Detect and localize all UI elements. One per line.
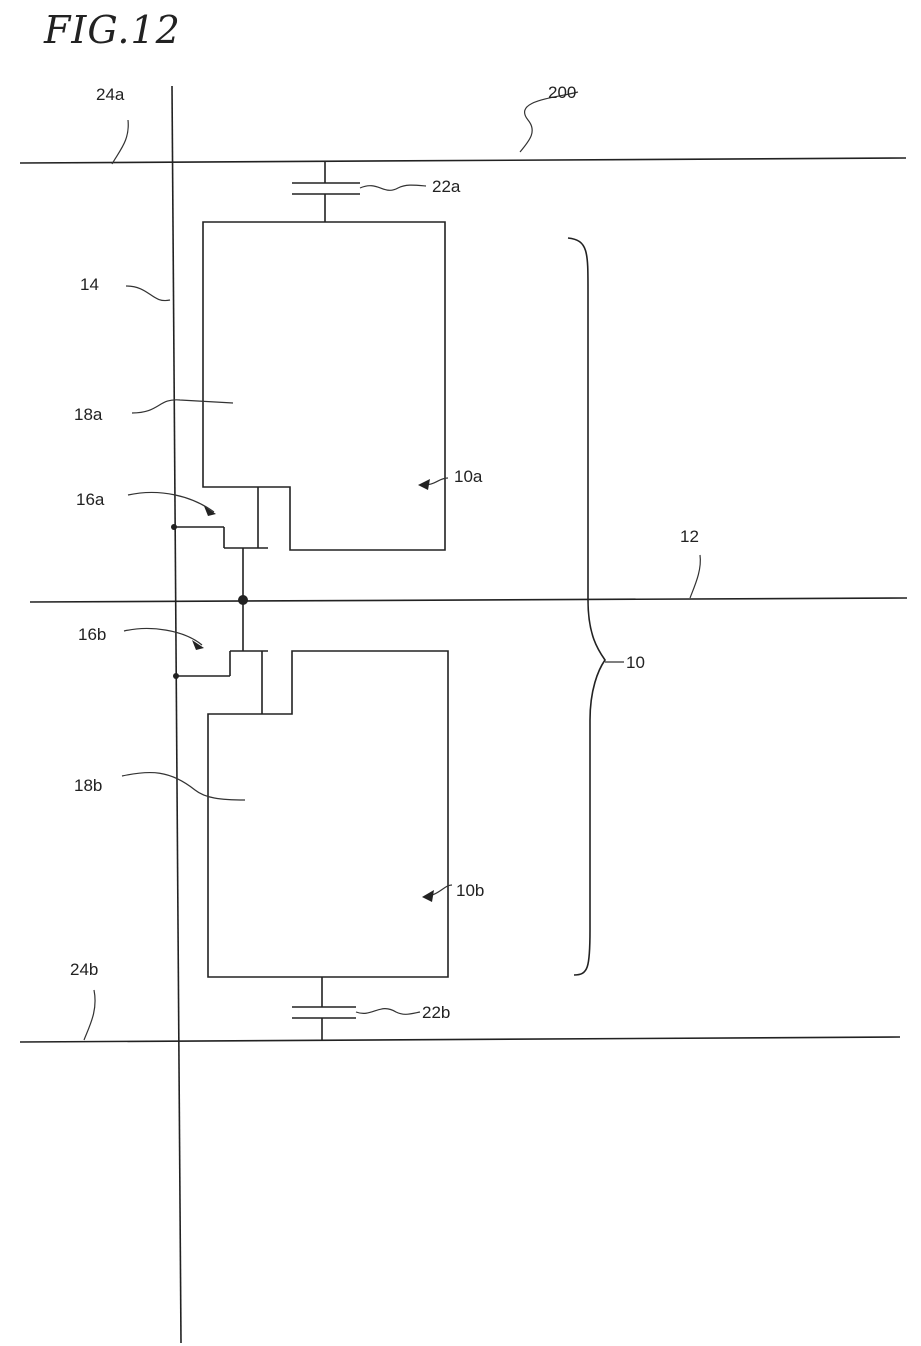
label-12: 12 [680, 527, 699, 546]
arrow-10b-head [422, 890, 434, 902]
leader-24a [112, 120, 128, 164]
label-22b: 22b [422, 1003, 450, 1022]
capacitor-22a [292, 161, 360, 222]
label-16a: 16a [76, 490, 105, 509]
storage-capacitor-line-24b [20, 1037, 900, 1042]
source-line-14 [172, 86, 181, 1343]
leader-12 [690, 555, 700, 598]
label-200: 200 [548, 83, 576, 102]
leader-24b [84, 990, 95, 1040]
label-24b: 24b [70, 960, 98, 979]
arrow-16a-head [204, 506, 216, 516]
capacitor-22b [292, 977, 356, 1040]
storage-capacitor-line-24a [20, 158, 906, 163]
leader-22b [356, 1009, 420, 1015]
tft-16b [176, 600, 268, 714]
leader-14 [126, 286, 170, 301]
label-10a: 10a [454, 467, 483, 486]
tft-16a [174, 487, 268, 600]
junction-dot-16a [171, 524, 177, 530]
arrow-16a [128, 492, 214, 512]
brace-pixel-10 [568, 238, 605, 975]
label-18b: 18b [74, 776, 102, 795]
arrow-16b [124, 629, 202, 645]
leader-22a [360, 185, 426, 190]
arrow-10a-head [418, 479, 430, 490]
label-22a: 22a [432, 177, 461, 196]
label-14: 14 [80, 275, 99, 294]
leader-18a [132, 400, 233, 413]
pixel-electrode-18b [208, 651, 448, 977]
label-18a: 18a [74, 405, 103, 424]
pixel-electrode-18a [203, 222, 445, 550]
label-16b: 16b [78, 625, 106, 644]
junction-dot-16b [173, 673, 179, 679]
label-10: 10 [626, 653, 645, 672]
label-10b: 10b [456, 881, 484, 900]
junction-dot-gate [238, 595, 248, 605]
leader-18b [122, 773, 245, 800]
gate-line-12 [30, 598, 907, 602]
label-24a: 24a [96, 85, 125, 104]
